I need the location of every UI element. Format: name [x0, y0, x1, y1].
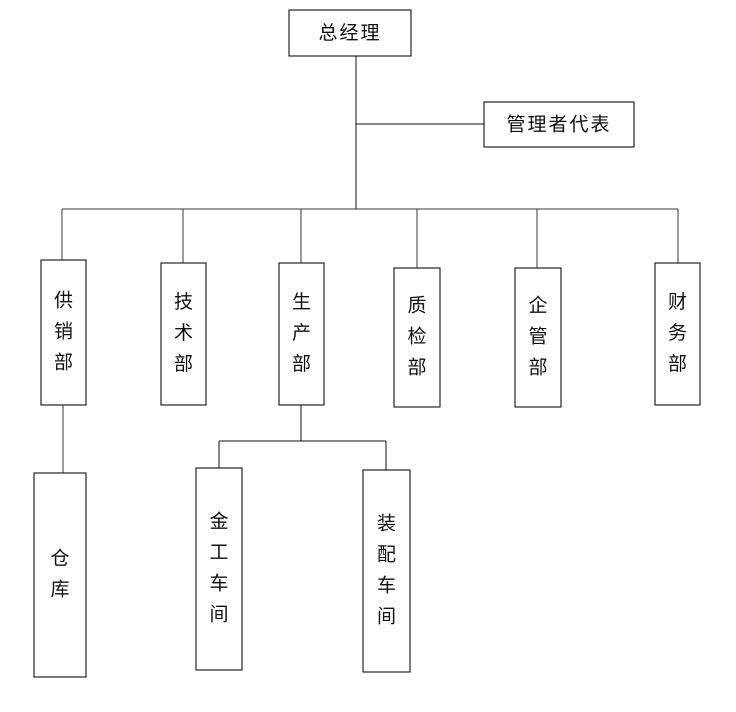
machining-workshop-char-3: 车	[209, 573, 228, 595]
warehouse-box[interactable]	[33, 472, 87, 678]
finance-dept-box[interactable]	[654, 262, 701, 406]
enterprise-management-dept-char-2: 管	[528, 326, 547, 348]
machining-workshop-box[interactable]	[195, 467, 243, 671]
machining-workshop-char-1: 金	[209, 511, 228, 533]
technical-dept-char-1: 技	[174, 291, 193, 313]
machining-workshop-char-4: 间	[209, 604, 228, 626]
supply-marketing-dept-char-3: 部	[54, 352, 73, 374]
finance-dept-char-1: 财	[668, 291, 687, 313]
production-dept-char-3: 部	[292, 353, 311, 375]
quality-inspection-dept-label: 质检部	[407, 295, 426, 379]
supply-marketing-dept-char-1: 供	[54, 290, 73, 312]
quality-inspection-dept-box[interactable]	[393, 267, 441, 408]
production-dept-char-2: 产	[292, 322, 311, 344]
enterprise-management-dept-label: 企管部	[528, 295, 547, 379]
production-dept-char-1: 生	[292, 291, 311, 313]
assembly-workshop-box[interactable]	[362, 469, 411, 673]
quality-inspection-dept-char-3: 部	[407, 357, 426, 379]
technical-dept-char-2: 术	[174, 322, 193, 344]
warehouse-char-1: 仓	[50, 548, 69, 570]
general-manager-box[interactable]	[288, 9, 412, 57]
warehouse-label: 仓库	[50, 548, 69, 601]
assembly-workshop-char-2: 配	[377, 544, 396, 566]
finance-dept-char-2: 务	[668, 322, 687, 344]
machining-workshop-char-2: 工	[209, 542, 228, 564]
production-dept-label: 生产部	[292, 291, 311, 375]
management-representative-label: 管理者代表	[506, 114, 611, 136]
supply-marketing-dept-label: 供销部	[54, 290, 73, 374]
enterprise-management-dept-box[interactable]	[514, 267, 562, 408]
supply-marketing-dept-box[interactable]	[40, 259, 87, 406]
quality-inspection-dept-char-2: 检	[407, 326, 426, 348]
quality-inspection-dept-char-1: 质	[407, 295, 426, 317]
connector-layer	[61, 56, 679, 473]
management-representative-box[interactable]	[483, 101, 635, 148]
technical-dept-char-3: 部	[174, 353, 193, 375]
assembly-workshop-char-3: 车	[377, 575, 396, 597]
technical-dept-label: 技术部	[174, 291, 193, 375]
general-manager-label: 总经理	[318, 22, 381, 44]
assembly-workshop-char-1: 装	[377, 513, 396, 535]
assembly-workshop-char-4: 间	[377, 606, 396, 628]
enterprise-management-dept-char-1: 企	[528, 295, 547, 317]
production-dept-box[interactable]	[278, 262, 325, 406]
technical-dept-box[interactable]	[160, 262, 207, 406]
enterprise-management-dept-char-3: 部	[528, 357, 547, 379]
warehouse-char-2: 库	[50, 579, 69, 601]
finance-dept-char-3: 部	[668, 353, 687, 375]
supply-marketing-dept-char-2: 销	[54, 321, 73, 343]
finance-dept-label: 财务部	[668, 291, 687, 375]
